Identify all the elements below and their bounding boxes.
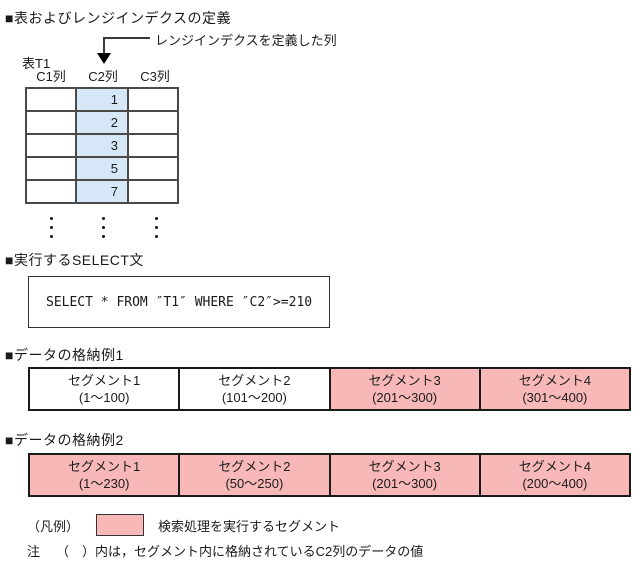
ellipsis-dots-c1 — [50, 217, 53, 238]
legend: （凡例） 検索処理を実行するセグメント — [27, 514, 340, 536]
legend-swatch-pink — [96, 514, 145, 536]
segment-name: セグメント1 — [68, 373, 141, 388]
c1-cell — [25, 179, 77, 204]
legend-meaning: 検索処理を実行するセグメント — [158, 518, 341, 534]
legend-label: （凡例） — [27, 518, 80, 534]
c3-cell — [127, 156, 179, 181]
segment-range: (101～200) — [221, 390, 287, 405]
segment-name: セグメント3 — [368, 459, 441, 474]
segment-1: セグメント1 (1～100) — [30, 369, 179, 409]
ellipsis-dots-c2 — [102, 217, 105, 238]
segment-name: セグメント2 — [218, 459, 291, 474]
column-header-c1: C1列 — [36, 69, 66, 84]
segment-name: セグメント4 — [518, 459, 591, 474]
sql-statement-box: SELECT * FROM ″T1″ WHERE ″C2″>=210 — [28, 276, 330, 328]
c2-cell: 1 — [75, 87, 129, 112]
c3-cell — [127, 133, 179, 158]
arrow-line-vertical — [103, 37, 105, 54]
segment-2: セグメント2 (50～250) — [178, 455, 329, 495]
c2-cell: 5 — [75, 156, 129, 181]
c3-cell — [127, 87, 179, 112]
table-row: 1 — [25, 87, 179, 112]
c3-cell — [127, 110, 179, 135]
range-index-column-label: レンジインデクスを定義した列 — [155, 33, 337, 48]
segment-4: セグメント4 (200～400) — [478, 455, 629, 495]
note-text: （ ）内は，セグメント内に格納されているC2列のデータの値 — [56, 544, 424, 559]
table-t1: 1 2 3 5 7 — [25, 87, 179, 204]
ellipsis-dots-c3 — [155, 217, 158, 238]
storage-example-1-bar: セグメント1 (1～100) セグメント2 (101～200) セグメント3 (… — [28, 367, 631, 411]
arrow-down-icon — [97, 53, 111, 64]
segment-name: セグメント4 — [518, 373, 591, 388]
sql-statement-text: SELECT * FROM ″T1″ WHERE ″C2″>=210 — [46, 294, 313, 310]
table-name-label: 表T1 — [22, 56, 51, 71]
note: 注 （ ）内は，セグメント内に格納されているC2列のデータの値 — [27, 541, 423, 560]
segment-2: セグメント2 (101～200) — [178, 369, 329, 409]
table-row: 3 — [25, 133, 179, 158]
segment-range: (301～400) — [522, 390, 588, 405]
segment-name: セグメント2 — [218, 373, 291, 388]
segment-3: セグメント3 (201～300) — [328, 455, 479, 495]
c1-cell — [25, 156, 77, 181]
section-heading-storage2: ■データの格納例2 — [5, 432, 124, 448]
storage-example-2-bar: セグメント1 (1～230) セグメント2 (50～250) セグメント3 (2… — [28, 453, 631, 497]
segment-range: (50～250) — [225, 476, 284, 491]
table-row: 2 — [25, 110, 179, 135]
segment-range: (201～300) — [372, 390, 438, 405]
note-label: 注 — [27, 544, 41, 559]
c2-cell: 2 — [75, 110, 129, 135]
section-heading-select: ■実行するSELECT文 — [5, 252, 144, 268]
c3-cell — [127, 179, 179, 204]
c1-cell — [25, 110, 77, 135]
segment-range: (201～300) — [372, 476, 438, 491]
segment-1: セグメント1 (1～230) — [30, 455, 179, 495]
segment-name: セグメント3 — [368, 373, 441, 388]
c2-cell: 3 — [75, 133, 129, 158]
column-header-c2: C2列 — [88, 69, 118, 84]
section-heading-definition: ■表およびレンジインデクスの定義 — [5, 10, 232, 26]
segment-range: (1～230) — [78, 476, 130, 491]
table-row: 7 — [25, 179, 179, 204]
segment-4: セグメント4 (301～400) — [478, 369, 629, 409]
c1-cell — [25, 133, 77, 158]
column-header-c3: C3列 — [140, 69, 170, 84]
c1-cell — [25, 87, 77, 112]
section-heading-storage1: ■データの格納例1 — [5, 347, 124, 363]
segment-range: (1～100) — [78, 390, 130, 405]
segment-range: (200～400) — [522, 476, 588, 491]
c2-cell: 7 — [75, 179, 129, 204]
segment-3: セグメント3 (201～300) — [328, 369, 479, 409]
table-row: 5 — [25, 156, 179, 181]
arrow-line-horizontal — [104, 37, 150, 39]
column-header-row: C1列 C2列 C3列 — [25, 66, 182, 85]
segment-name: セグメント1 — [68, 459, 141, 474]
